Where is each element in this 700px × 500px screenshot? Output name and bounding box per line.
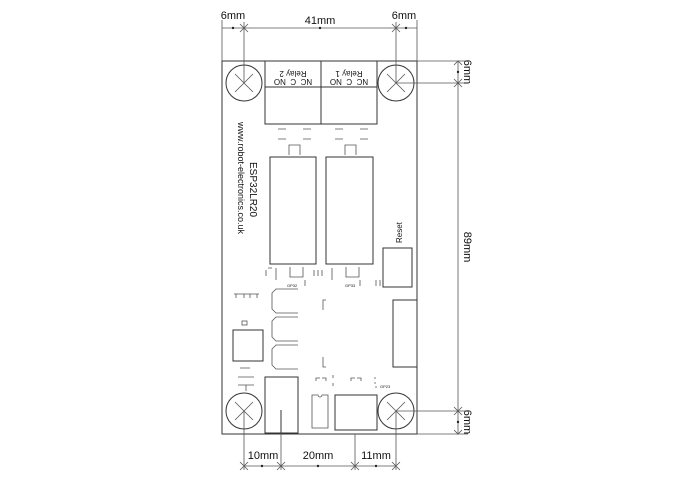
relay1-label: Relay 1 xyxy=(335,69,363,78)
relay-terminal-block xyxy=(264,60,378,125)
relay-2 xyxy=(269,156,317,265)
website-text: www.robot-electronics.co.uk xyxy=(236,121,246,235)
small-parts-bottom xyxy=(315,375,377,388)
dim-top-left: 6mm xyxy=(221,10,245,22)
dim-right-bottom: 6mm xyxy=(461,410,473,434)
gpio-label-1: GP32 xyxy=(287,283,298,288)
reset-button-outline xyxy=(382,247,413,288)
dim-right-top: 6mm xyxy=(461,60,473,84)
top-dimension xyxy=(221,20,418,83)
chip-corner-marks xyxy=(322,299,326,368)
pads xyxy=(278,128,368,140)
relay1-pins: NC C NO xyxy=(330,77,368,86)
relay2-pins: NC C NO xyxy=(274,77,312,86)
dim-bottom-middle: 20mm xyxy=(303,450,334,462)
right-dimension xyxy=(396,60,468,435)
board-name: ESP32LR20 xyxy=(247,162,258,217)
esp32-module-outline xyxy=(392,299,418,368)
usb-connector xyxy=(334,394,378,431)
dim-top-right: 6mm xyxy=(392,10,416,22)
relay2-label: Relay 2 xyxy=(279,69,307,78)
dim-right-middle: 89mm xyxy=(461,232,473,263)
small-chip xyxy=(241,320,248,326)
gpio-label-2: GP33 xyxy=(345,283,356,288)
inductor-1 xyxy=(271,288,298,314)
relay-1 xyxy=(325,156,374,265)
inductor-3 xyxy=(271,344,298,370)
inductor-2 xyxy=(271,316,298,342)
gpio-label-3: GP23 xyxy=(380,384,391,389)
ic-outline xyxy=(311,394,329,429)
reset-label: Reset xyxy=(395,221,404,243)
bottom-dimension xyxy=(239,411,401,471)
dim-bottom-left: 10mm xyxy=(248,450,279,462)
diode-outline xyxy=(238,367,254,391)
transistor-outlines xyxy=(288,144,357,155)
small-components xyxy=(265,267,381,286)
regulator-outline xyxy=(232,329,264,362)
switch-outline xyxy=(234,293,259,298)
dim-top-middle: 41mm xyxy=(305,15,336,27)
dim-bottom-right: 11mm xyxy=(361,450,391,462)
